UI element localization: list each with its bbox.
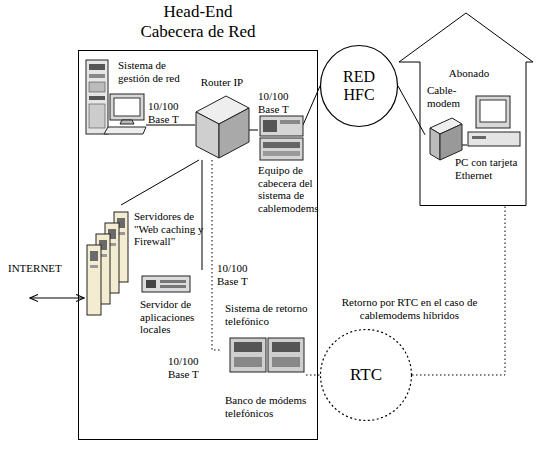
subscriber-house: AbonadoCable-modem PC con tarjeta Etherne… xyxy=(398,12,534,206)
dotted-connector xyxy=(306,375,320,376)
internet-endpoint: INTERNET xyxy=(2,262,30,306)
local-server-art xyxy=(142,276,190,292)
link-line xyxy=(249,130,258,131)
monitor-stand xyxy=(120,120,134,124)
keyboard xyxy=(104,127,146,134)
monitor xyxy=(110,94,144,120)
node-text: Banco de módems telefónicos xyxy=(225,394,317,419)
link-line xyxy=(146,125,195,126)
link-line xyxy=(303,86,320,125)
annotation-label: Retorno por RTC en el caso de cablemodem… xyxy=(322,296,497,321)
node-text: Equipo de cabecera del sistema de cablem… xyxy=(258,164,318,215)
rack-unit xyxy=(89,74,105,78)
monitor-screen xyxy=(480,100,506,122)
rack-unit xyxy=(89,82,105,92)
modem-front xyxy=(440,124,462,160)
node-text: Sistema de gestión de red xyxy=(118,59,190,84)
house-outline xyxy=(399,13,533,206)
node-text: Router IP xyxy=(190,76,254,89)
cmts-art xyxy=(260,116,303,160)
link-line xyxy=(202,160,203,270)
hfc-network-cloud: RED HFC xyxy=(320,45,398,127)
link-line xyxy=(30,298,84,299)
modem-panel xyxy=(272,342,300,352)
cabinet-panel xyxy=(90,265,98,268)
server-panel xyxy=(146,280,156,288)
router-side xyxy=(196,112,219,158)
node-text: Servidor de aplicaciones locales xyxy=(140,298,210,336)
link-line xyxy=(121,160,199,205)
annotation-label: 10/100 Base T xyxy=(258,90,298,115)
monitor xyxy=(476,96,510,128)
modem-bank-art xyxy=(230,338,304,372)
modem-side xyxy=(430,128,440,160)
equipment-unit xyxy=(260,116,303,136)
rack-cabinet xyxy=(86,60,108,134)
network-ellipse xyxy=(321,46,398,127)
modem-rack xyxy=(268,338,304,372)
node-text: Abonado xyxy=(434,67,504,80)
equipment-unit xyxy=(260,138,303,160)
pstn-cloud: RTC xyxy=(320,329,412,421)
server-cabinet xyxy=(87,245,101,315)
dotted-connector xyxy=(412,206,505,375)
rack-unit xyxy=(89,64,105,70)
modem-panel xyxy=(234,342,262,352)
node-text: Head-End xyxy=(78,2,318,22)
server-box xyxy=(142,276,190,292)
annotation-label: 10/100 Base T xyxy=(217,262,257,287)
monitor-screen xyxy=(114,98,140,116)
server-panel xyxy=(160,285,186,288)
router-front xyxy=(219,108,249,158)
dashed-ellipse xyxy=(321,330,412,421)
server-cabinets-art xyxy=(87,212,128,315)
drive-slot xyxy=(472,136,486,139)
modem-panel xyxy=(234,357,262,367)
dotted-connector xyxy=(212,160,222,350)
equipment-panel xyxy=(263,151,300,156)
equipment-panel xyxy=(263,142,300,148)
node-text: Cabecera de Red xyxy=(78,22,318,42)
node-text: INTERNET xyxy=(8,262,78,275)
node-text: Servidores de "Web caching y Firewall" xyxy=(134,210,204,248)
pc-art xyxy=(468,96,520,146)
router-art xyxy=(196,96,249,158)
cable-modem-art xyxy=(430,118,462,160)
node-text: RED HFC xyxy=(334,68,384,105)
modem-panel xyxy=(272,357,300,367)
node-text: Sistema de retorno telefónico xyxy=(225,302,317,327)
rack-unit xyxy=(89,96,105,100)
link-line xyxy=(398,86,425,135)
node-outline xyxy=(320,45,398,127)
management-station-art xyxy=(86,60,146,134)
rack-unit xyxy=(89,104,105,128)
equipment-panel xyxy=(280,120,300,124)
annotation-label: 10/100 Base T xyxy=(168,355,208,380)
desktop-unit xyxy=(468,132,520,146)
node-text: RTC xyxy=(320,365,412,385)
node-text: PC con tarjeta Ethernet xyxy=(455,156,527,181)
modem-rack xyxy=(230,338,266,372)
cabinet-panel xyxy=(90,251,98,261)
node-text: Cable-modem xyxy=(427,84,465,109)
equipment-panel xyxy=(263,120,277,132)
annotation-label: 10/100 Base T xyxy=(148,100,188,125)
server-panel xyxy=(160,280,186,283)
